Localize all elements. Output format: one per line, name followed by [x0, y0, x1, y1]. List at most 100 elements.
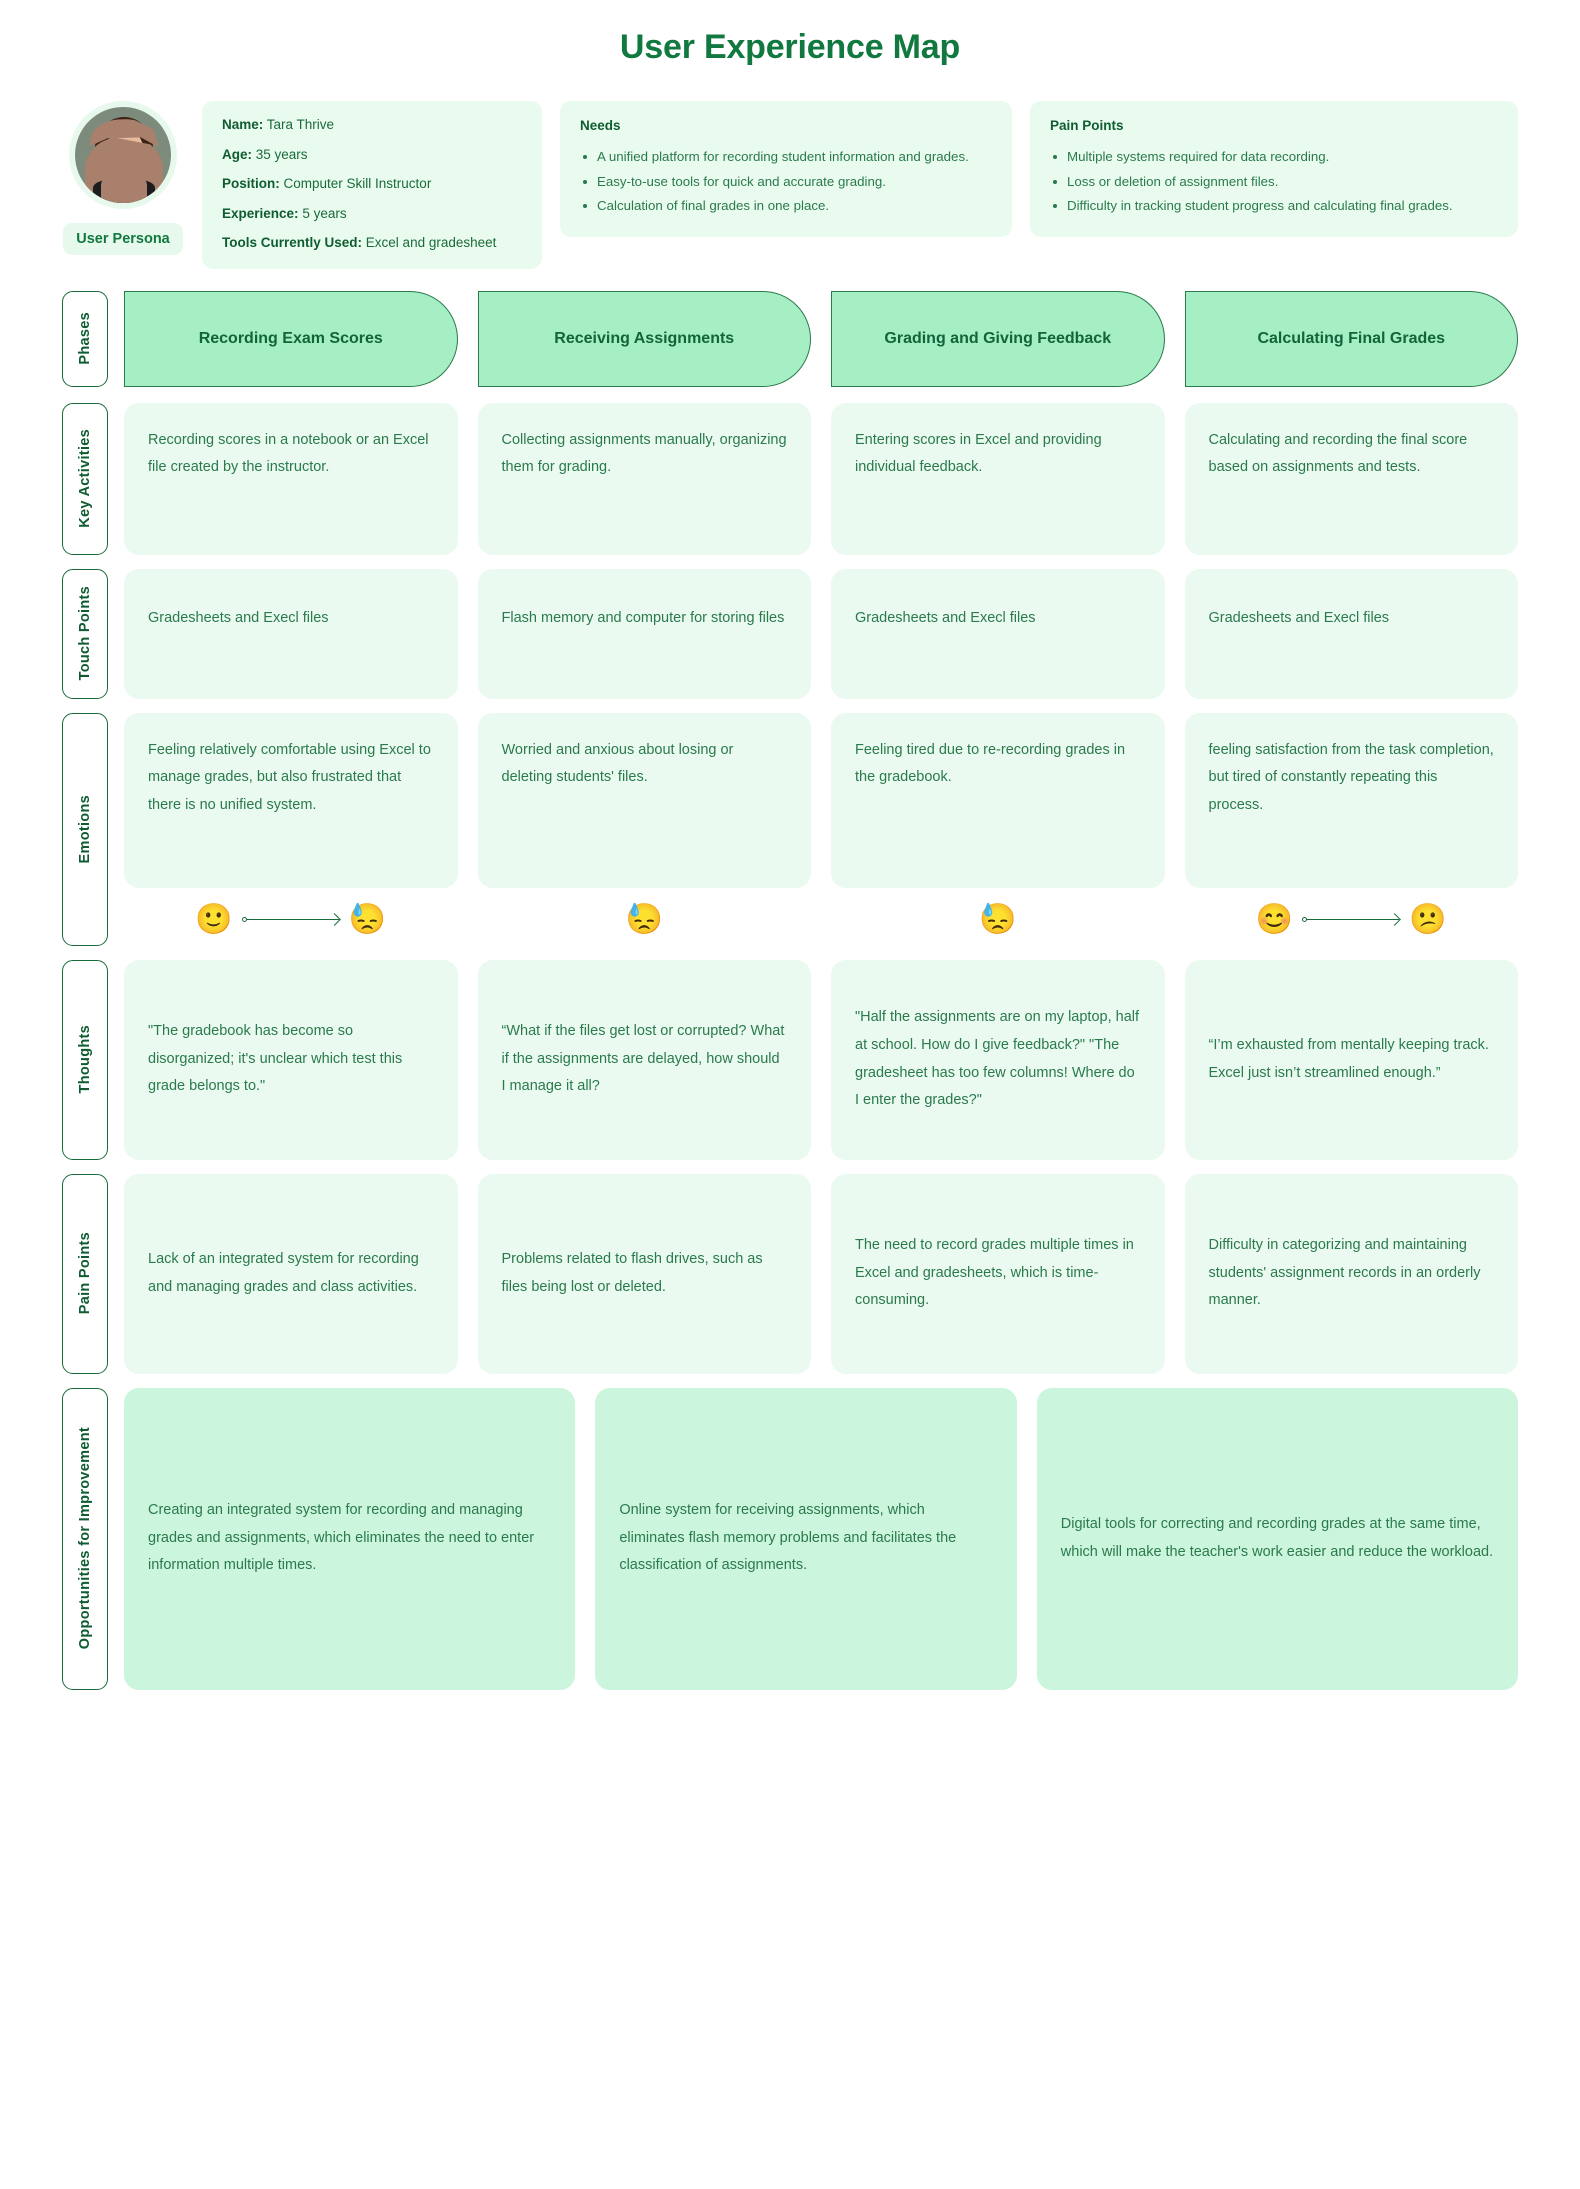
emotion-cell: Feeling relatively comfortable using Exc… [124, 712, 458, 888]
persona-field-age-value: 35 years [255, 146, 308, 162]
thoughts-columns: "The gradebook has become so disorganize… [124, 959, 1518, 1160]
row-label-opportunities-text: Opportunities for Improvement [77, 1427, 93, 1650]
row-label-touch-points-text: Touch Points [77, 586, 93, 681]
pain-point-cell: Lack of an integrated system for recordi… [124, 1173, 458, 1374]
opportunities-columns: Creating an integrated system for record… [124, 1387, 1518, 1690]
touch-point-cell: Gradesheets and Execl files [831, 568, 1165, 699]
row-label-phases-text: Phases [77, 312, 93, 365]
thought-cell: "Half the assignments are on my laptop, … [831, 959, 1165, 1160]
row-emotions: Emotions Feeling relatively comfortable … [62, 712, 1519, 946]
journey-grid: Phases Recording Exam Scores Receiving A… [62, 290, 1519, 1690]
confused-face-icon: 😕 [1409, 902, 1447, 936]
opportunity-cell: Online system for receiving assignments,… [595, 1387, 1017, 1690]
persona-field-experience-label: Experience: [222, 205, 299, 221]
touch-points-columns: Gradesheets and Execl files Flash memory… [124, 568, 1518, 699]
pain-points-item: Difficulty in tracking student progress … [1050, 195, 1498, 217]
persona-field-experience-value: 5 years [302, 205, 347, 221]
key-activity-cell: Calculating and recording the final scor… [1184, 402, 1518, 555]
thought-cell: “What if the files get lost or corrupted… [477, 959, 811, 1160]
emotion-column: Worried and anxious about losing or dele… [477, 712, 812, 946]
row-label-touch-points: Touch Points [62, 568, 108, 699]
row-key-activities: Key Activities Recording scores in a not… [62, 402, 1518, 555]
emotion-column: feeling satisfaction from the task compl… [1184, 712, 1519, 946]
row-label-pain-points: Pain Points [62, 1173, 108, 1374]
needs-item: A unified platform for recording student… [580, 146, 992, 168]
persona-details-card: Name: Tara Thrive Age: 35 years Position… [202, 101, 542, 269]
row-label-phases: Phases [62, 290, 108, 387]
persona-field-position-label: Position: [222, 176, 280, 191]
sad-but-relieved-face-icon: 😓 [348, 902, 387, 936]
key-activity-cell: Entering scores in Excel and providing i… [831, 402, 1165, 555]
sad-but-relieved-face-icon: 😓 [979, 902, 1017, 936]
persona-field-tools-label: Tools Currently Used: [222, 235, 363, 250]
phase-pill[interactable]: Grading and Giving Feedback [831, 290, 1165, 387]
avatar-scarf [101, 173, 147, 203]
row-label-key-activities-text: Key Activities [77, 429, 93, 528]
thought-cell: “I’m exhausted from mentally keeping tra… [1184, 959, 1518, 1160]
pain-points-columns: Lack of an integrated system for recordi… [124, 1173, 1518, 1374]
touch-point-cell: Gradesheets and Execl files [124, 568, 458, 699]
persona-field-name-value: Tara Thrive [266, 117, 335, 132]
persona-field-position-value: Computer Skill Instructor [283, 176, 432, 191]
pain-point-cell: Problems related to flash drives, such a… [477, 1173, 811, 1374]
row-label-emotions: Emotions [62, 712, 108, 946]
row-thoughts: Thoughts "The gradebook has become so di… [62, 959, 1518, 1160]
needs-list: A unified platform for recording student… [580, 146, 992, 217]
opportunity-cell: Digital tools for correcting and recordi… [1036, 1387, 1518, 1690]
row-label-emotions-text: Emotions [77, 794, 93, 864]
avatar [75, 107, 171, 203]
emotion-cell: Worried and anxious about losing or dele… [477, 712, 811, 888]
key-activity-cell: Collecting assignments manually, organiz… [477, 402, 811, 555]
persona-field-age: Age: 35 years [222, 146, 522, 162]
arrow-start-dot-icon [241, 916, 247, 922]
emotions-columns: Feeling relatively comfortable using Exc… [124, 712, 1519, 946]
emotion-cell: Feeling tired due to re-recording grades… [831, 712, 1165, 888]
row-label-key-activities: Key Activities [62, 402, 108, 555]
row-phases: Phases Recording Exam Scores Receiving A… [62, 290, 1518, 387]
row-label-thoughts-text: Thoughts [77, 1025, 93, 1094]
pain-points-item: Loss or deletion of assignment files. [1050, 171, 1498, 193]
transition-arrow-icon [1302, 915, 1400, 925]
phase-pill[interactable]: Receiving Assignments [477, 290, 811, 387]
emotion-column: Feeling relatively comfortable using Exc… [124, 712, 458, 946]
emotion-column: Feeling tired due to re-recording grades… [831, 712, 1165, 946]
emotion-indicator: 😓 [831, 888, 1165, 946]
pain-points-heading: Pain Points [1050, 118, 1124, 133]
avatar-ring [69, 101, 177, 209]
user-persona-badge: User Persona [63, 223, 183, 255]
pain-point-cell: The need to record grades multiple times… [831, 1173, 1165, 1374]
persona-field-age-label: Age: [222, 146, 252, 162]
persona-pain-points-card: Pain Points Multiple systems required fo… [1030, 101, 1518, 237]
needs-heading: Needs [580, 118, 621, 133]
pain-points-item: Multiple systems required for data recor… [1050, 146, 1498, 168]
key-activities-columns: Recording scores in a notebook or an Exc… [124, 402, 1518, 555]
persona-field-experience: Experience: 5 years [222, 205, 522, 221]
arrow-start-dot-icon [1302, 916, 1308, 922]
pain-points-list: Multiple systems required for data recor… [1050, 146, 1498, 217]
persona-identity: User Persona [62, 101, 184, 255]
slightly-smiling-face-icon: 🙂 [195, 902, 233, 936]
phase-pill[interactable]: Recording Exam Scores [124, 290, 458, 387]
row-pain-points: Pain Points Lack of an integrated system… [62, 1173, 1518, 1374]
opportunity-cell: Creating an integrated system for record… [124, 1387, 576, 1690]
phase-pill[interactable]: Calculating Final Grades [1184, 290, 1518, 387]
key-activity-cell: Recording scores in a notebook or an Exc… [124, 402, 458, 555]
phase-columns: Recording Exam Scores Receiving Assignme… [124, 290, 1518, 387]
persona-needs-card: Needs A unified platform for recording s… [560, 101, 1012, 237]
persona-field-tools: Tools Currently Used: Excel and gradeshe… [222, 236, 522, 250]
row-touch-points: Touch Points Gradesheets and Execl files… [62, 568, 1518, 699]
smiling-face-with-smiling-eyes-icon: 😊 [1255, 902, 1294, 936]
persona-field-name-label: Name: [222, 117, 264, 132]
thought-cell: "The gradebook has become so disorganize… [124, 959, 458, 1160]
row-opportunities: Opportunities for Improvement Creating a… [62, 1387, 1518, 1690]
persona-field-position: Position: Computer Skill Instructor [222, 177, 522, 191]
persona-field-tools-value: Excel and gradesheet [365, 235, 497, 250]
needs-item: Easy-to-use tools for quick and accurate… [580, 171, 992, 193]
emotion-indicator: 😊 😕 [1185, 888, 1519, 946]
persona-field-name: Name: Tara Thrive [222, 118, 522, 132]
emotion-indicator: 😓 [478, 888, 812, 946]
emotion-cell: feeling satisfaction from the task compl… [1184, 712, 1518, 888]
sad-but-relieved-face-icon: 😓 [625, 902, 663, 936]
page-title: User Experience Map [619, 28, 961, 66]
